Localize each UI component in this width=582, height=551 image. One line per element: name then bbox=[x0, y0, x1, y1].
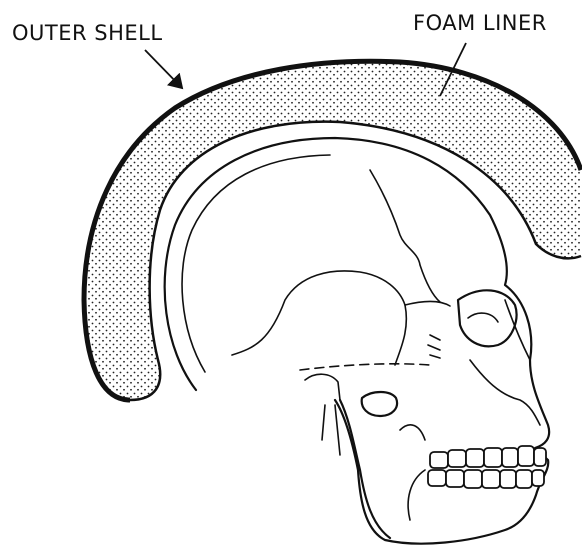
mandible bbox=[340, 400, 390, 538]
skull-side-view-icon bbox=[165, 138, 550, 544]
styloid-process bbox=[322, 405, 340, 455]
zygoma-hatch bbox=[428, 335, 440, 358]
eye-orbit bbox=[458, 290, 516, 346]
outer-shell-label: OUTER SHELL bbox=[12, 21, 163, 45]
mastoid-process bbox=[305, 374, 340, 400]
lower-teeth bbox=[428, 470, 544, 488]
upper-teeth bbox=[430, 446, 546, 468]
zygomatic-arch bbox=[300, 364, 430, 370]
foam-liner-band bbox=[84, 61, 581, 400]
ear-canal bbox=[362, 392, 397, 416]
sphenoid-line bbox=[405, 301, 450, 306]
skull-inner-wall bbox=[182, 155, 330, 372]
helmet-cross-section-icon bbox=[84, 61, 581, 400]
temporal-bone-outline bbox=[232, 271, 406, 365]
foam-liner-label: FOAM LINER bbox=[413, 11, 547, 35]
mandible-notch bbox=[400, 425, 425, 440]
jaw-line bbox=[408, 470, 425, 520]
coronal-suture bbox=[370, 170, 440, 302]
outer-shell-leader bbox=[145, 50, 182, 88]
orbit-inner bbox=[468, 313, 498, 322]
nasal-bone bbox=[505, 300, 530, 360]
